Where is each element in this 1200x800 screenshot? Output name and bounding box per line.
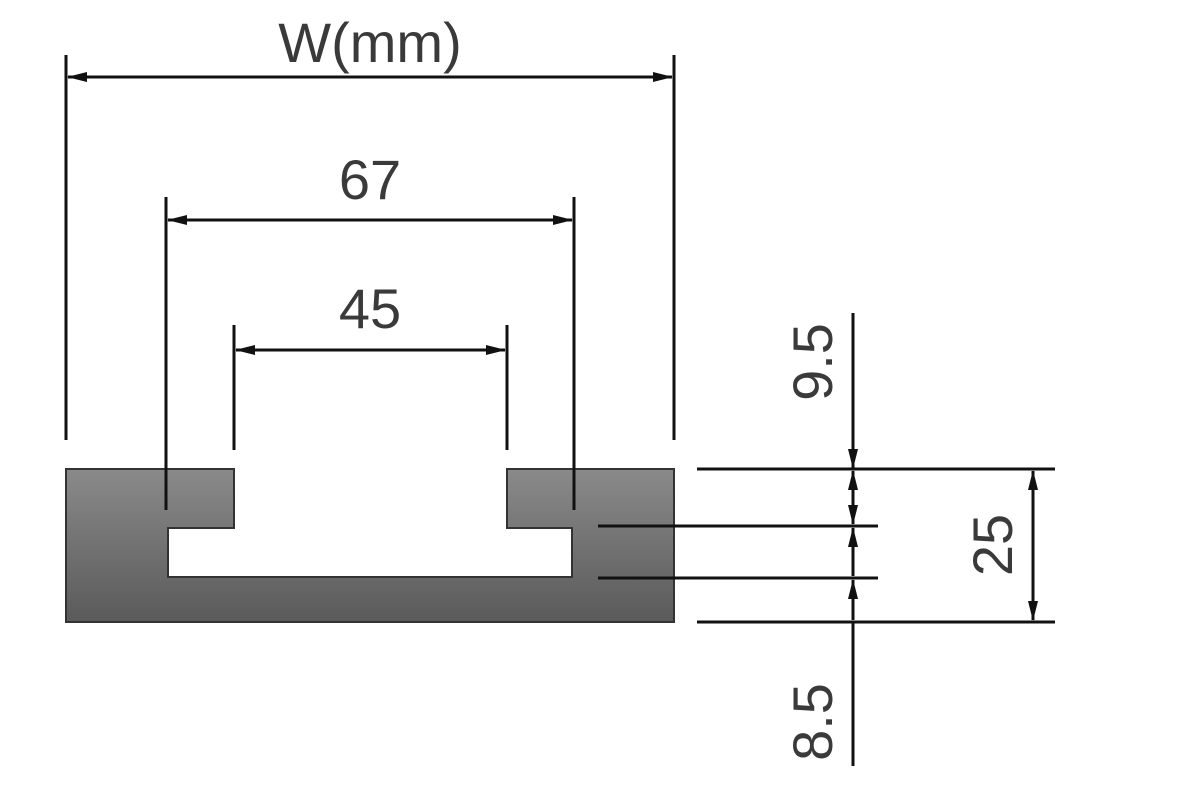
label-overall-width: W(mm) <box>278 11 461 74</box>
profile-cross-section <box>65 468 675 623</box>
label-slot-width: 67 <box>339 148 401 211</box>
label-total-height: 25 <box>961 514 1024 576</box>
label-opening-width: 45 <box>339 277 401 340</box>
label-base-thickness: 8.5 <box>781 683 844 761</box>
label-lip-thickness: 9.5 <box>781 323 844 401</box>
